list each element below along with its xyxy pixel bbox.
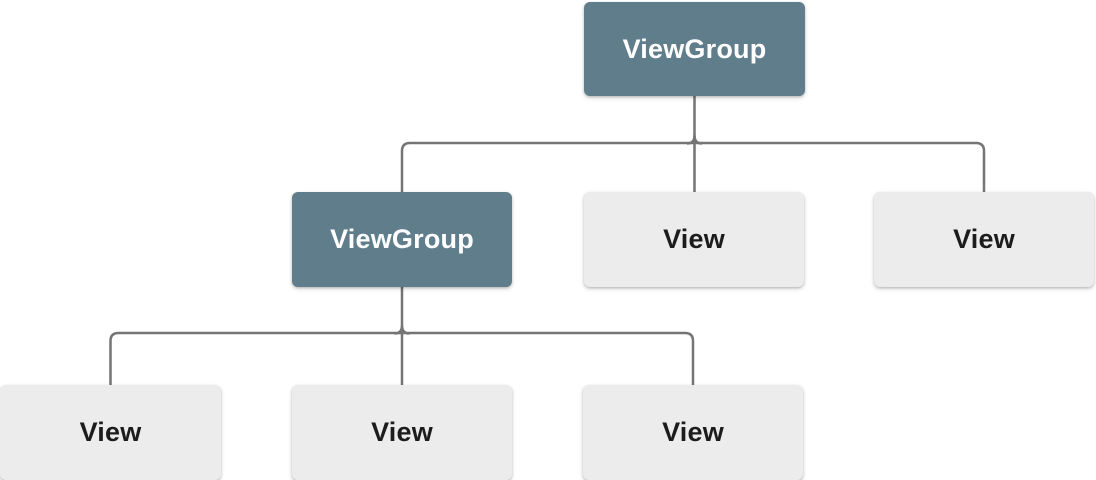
node-label: ViewGroup — [622, 33, 767, 64]
node-label: View — [662, 417, 724, 447]
node-label: View — [79, 417, 142, 447]
edge-child-bracket — [109, 331, 695, 385]
node-grandchild-view-1: View — [0, 385, 221, 480]
edge-root-bracket — [400, 141, 986, 192]
node-label: ViewGroup — [330, 224, 474, 254]
node-child-view-2: View — [874, 192, 1094, 287]
node-label: View — [953, 224, 1015, 254]
edge-root-junction-fillet — [686, 135, 703, 145]
node-label: View — [663, 224, 725, 254]
node-label: View — [371, 417, 433, 447]
node-child-view-1: View — [584, 192, 804, 287]
node-grandchild-view-3: View — [583, 385, 803, 480]
edge-child-junction-fillet — [394, 325, 410, 335]
node-root-viewgroup: ViewGroup — [584, 2, 805, 96]
node-grandchild-view-2: View — [292, 385, 512, 480]
node-child-viewgroup: ViewGroup — [292, 192, 512, 287]
